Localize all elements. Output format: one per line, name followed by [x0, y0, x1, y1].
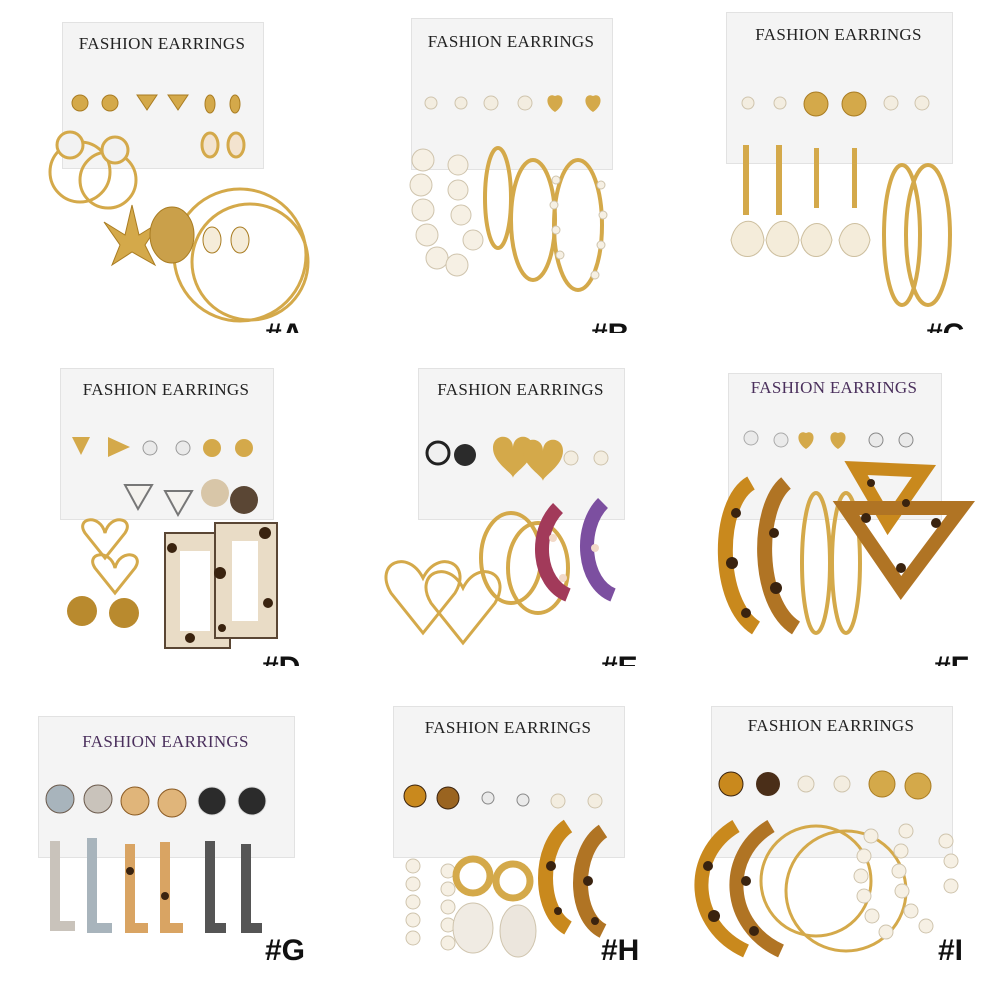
product-cell-a[interactable]: FASHION EARRINGS #A: [0, 0, 333, 333]
earring-set-illustration: [67, 437, 278, 649]
card-title: FASHION EARRINGS: [755, 25, 922, 44]
product-label: #F: [934, 651, 969, 666]
display-card: [393, 706, 625, 858]
earring-set-illustration: [730, 91, 952, 307]
display-card: [411, 18, 613, 170]
product-label: #B: [591, 318, 629, 333]
product-label: #C: [926, 318, 964, 333]
product-cell-i[interactable]: FASHION EARRINGS #I: [666, 666, 999, 999]
earring-set-illustration: [717, 430, 975, 635]
product-cell-e[interactable]: FASHION EARRINGS #E: [333, 333, 666, 666]
product-cell-d[interactable]: FASHION EARRINGS #D: [0, 333, 333, 666]
product-label: #E: [601, 651, 638, 666]
earring-set-illustration: [403, 784, 608, 958]
earring-set-illustration: [409, 95, 608, 292]
card-title: FASHION EARRINGS: [747, 716, 915, 735]
card-title: FASHION EARRINGS: [427, 32, 595, 51]
product-cell-c[interactable]: FASHION EARRINGS #C: [666, 0, 999, 333]
card-title: FASHION EARRINGS: [82, 380, 250, 399]
card-title: FASHION EARRINGS: [78, 34, 246, 53]
product-label: #A: [265, 318, 303, 333]
product-cell-b[interactable]: FASHION EARRINGS: [333, 0, 666, 333]
card-title: FASHION EARRINGS: [437, 380, 604, 399]
product-cell-f[interactable]: FASHION EARRINGS #F #F: [666, 333, 999, 666]
earring-set-illustration: [48, 94, 310, 323]
card-title: FASHION EARRINGS: [424, 718, 592, 737]
card-title: FASHION EARRINGS: [750, 378, 918, 397]
product-label: #H: [601, 934, 640, 967]
product-label: #D: [262, 651, 300, 666]
product-cell-h[interactable]: FASHION EARRINGS #H: [333, 666, 666, 999]
earring-set-illustration: [45, 784, 267, 933]
card-title: FASHION EARRINGS: [82, 732, 249, 751]
product-cell-g[interactable]: FASHION EARRINGS #G: [0, 666, 333, 999]
display-card: [726, 12, 953, 164]
product-label: #G: [265, 934, 306, 967]
earring-set-illustration: [384, 436, 617, 646]
earring-set-illustration: [694, 770, 959, 958]
display-card: [38, 716, 295, 858]
product-label: #I: [938, 934, 964, 967]
